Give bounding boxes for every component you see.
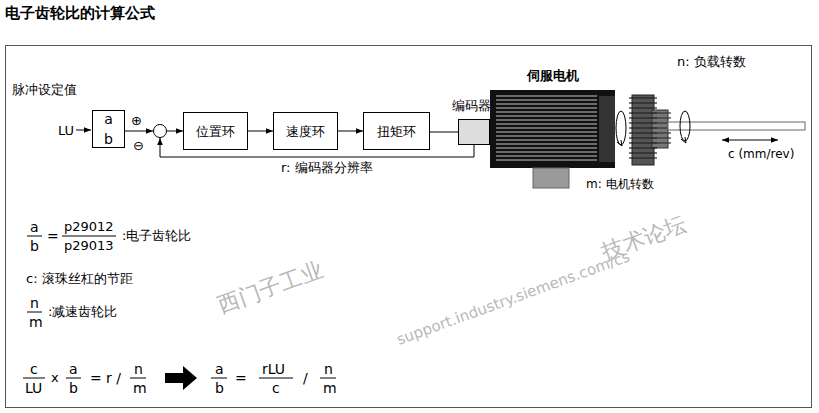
- formula-term: LU: [25, 380, 42, 396]
- formula-term: rLU: [262, 361, 285, 377]
- frame: [6, 46, 812, 408]
- formula-term: n: [134, 361, 143, 377]
- annotation-label: c (mm/rev): [728, 147, 794, 161]
- rotation-arrow: [680, 111, 690, 141]
- formula-term: b: [215, 380, 224, 396]
- part-label: 编码器: [452, 98, 491, 113]
- formula-term: =: [235, 370, 247, 386]
- formula-term: m: [29, 314, 43, 330]
- annotation-label: LU: [58, 123, 74, 138]
- reduction-gears: [629, 95, 671, 165]
- formula-term: =: [47, 228, 59, 244]
- implies-arrow: [165, 366, 197, 390]
- annotation-label: 伺服电机: [527, 68, 579, 83]
- formula-term: :电子齿轮比: [122, 228, 191, 243]
- formula-term: m: [133, 380, 147, 396]
- formula-term: c: 滚珠丝杠的节距: [26, 271, 133, 286]
- summing-junction: ⊕⊖: [153, 124, 167, 138]
- formula-term: b: [69, 380, 78, 396]
- annotation-label: m: 电机转数: [586, 177, 654, 191]
- input-arrow: [76, 130, 91, 131]
- signal-line: [248, 131, 273, 132]
- fraction-bars: [23, 236, 336, 378]
- formula-term: =: [90, 370, 102, 386]
- box-label: 速度环: [286, 124, 325, 139]
- watermark: 西门子工业: [214, 257, 326, 318]
- formula-term: a: [215, 361, 224, 377]
- title: 电子齿轮比的计算公式: [5, 4, 155, 23]
- signal-line: [338, 131, 363, 132]
- watermark: support.industry.siemens.com/cs: [395, 248, 633, 348]
- servo-motor: [490, 90, 615, 188]
- travel-arrow: [722, 140, 778, 141]
- formula-term: b: [30, 238, 39, 254]
- formula-term: :减速齿轮比: [48, 304, 117, 319]
- rotation-arrow: [616, 111, 626, 145]
- box-label: b: [104, 131, 113, 147]
- formula-term: n: [30, 295, 39, 311]
- formula-term: x: [51, 370, 59, 385]
- signal-line: [125, 131, 153, 132]
- encoder-box: 编码器: [458, 119, 490, 145]
- rotation-arrow-head: [681, 137, 686, 143]
- formula-term: m: [323, 380, 337, 396]
- formula-term: a: [69, 361, 78, 377]
- annotation-label: 脉冲设定值: [12, 82, 77, 97]
- box-label: a: [104, 111, 113, 127]
- signal-line: [167, 131, 183, 132]
- position-loop-box: 位置环: [183, 112, 248, 150]
- formula-term: c: [272, 380, 280, 396]
- torque-loop-box: 扭矩环: [363, 112, 430, 150]
- box-label: 扭矩环: [377, 124, 416, 139]
- rotation-arrow-head: [617, 140, 622, 146]
- formula-term: p29013: [64, 238, 114, 253]
- sign-label: ⊕: [131, 113, 142, 128]
- gear-ratio-box: ab: [92, 110, 125, 148]
- speed-loop-box: 速度环: [273, 112, 338, 150]
- sign-label: ⊖: [133, 138, 144, 153]
- annotation-label: n: 负载转数: [677, 54, 746, 69]
- ball-screw: [668, 122, 805, 130]
- edge-label: r: 编码器分辨率: [281, 160, 373, 175]
- formula-term: c: [30, 361, 38, 377]
- formula-term: /: [303, 370, 308, 386]
- signal-line: [430, 132, 458, 133]
- box-label: 位置环: [196, 124, 235, 139]
- formula-term: r /: [106, 370, 121, 386]
- formula-term: n: [324, 361, 333, 377]
- formula-term: a: [30, 219, 39, 235]
- formula-term: p29012: [64, 219, 114, 234]
